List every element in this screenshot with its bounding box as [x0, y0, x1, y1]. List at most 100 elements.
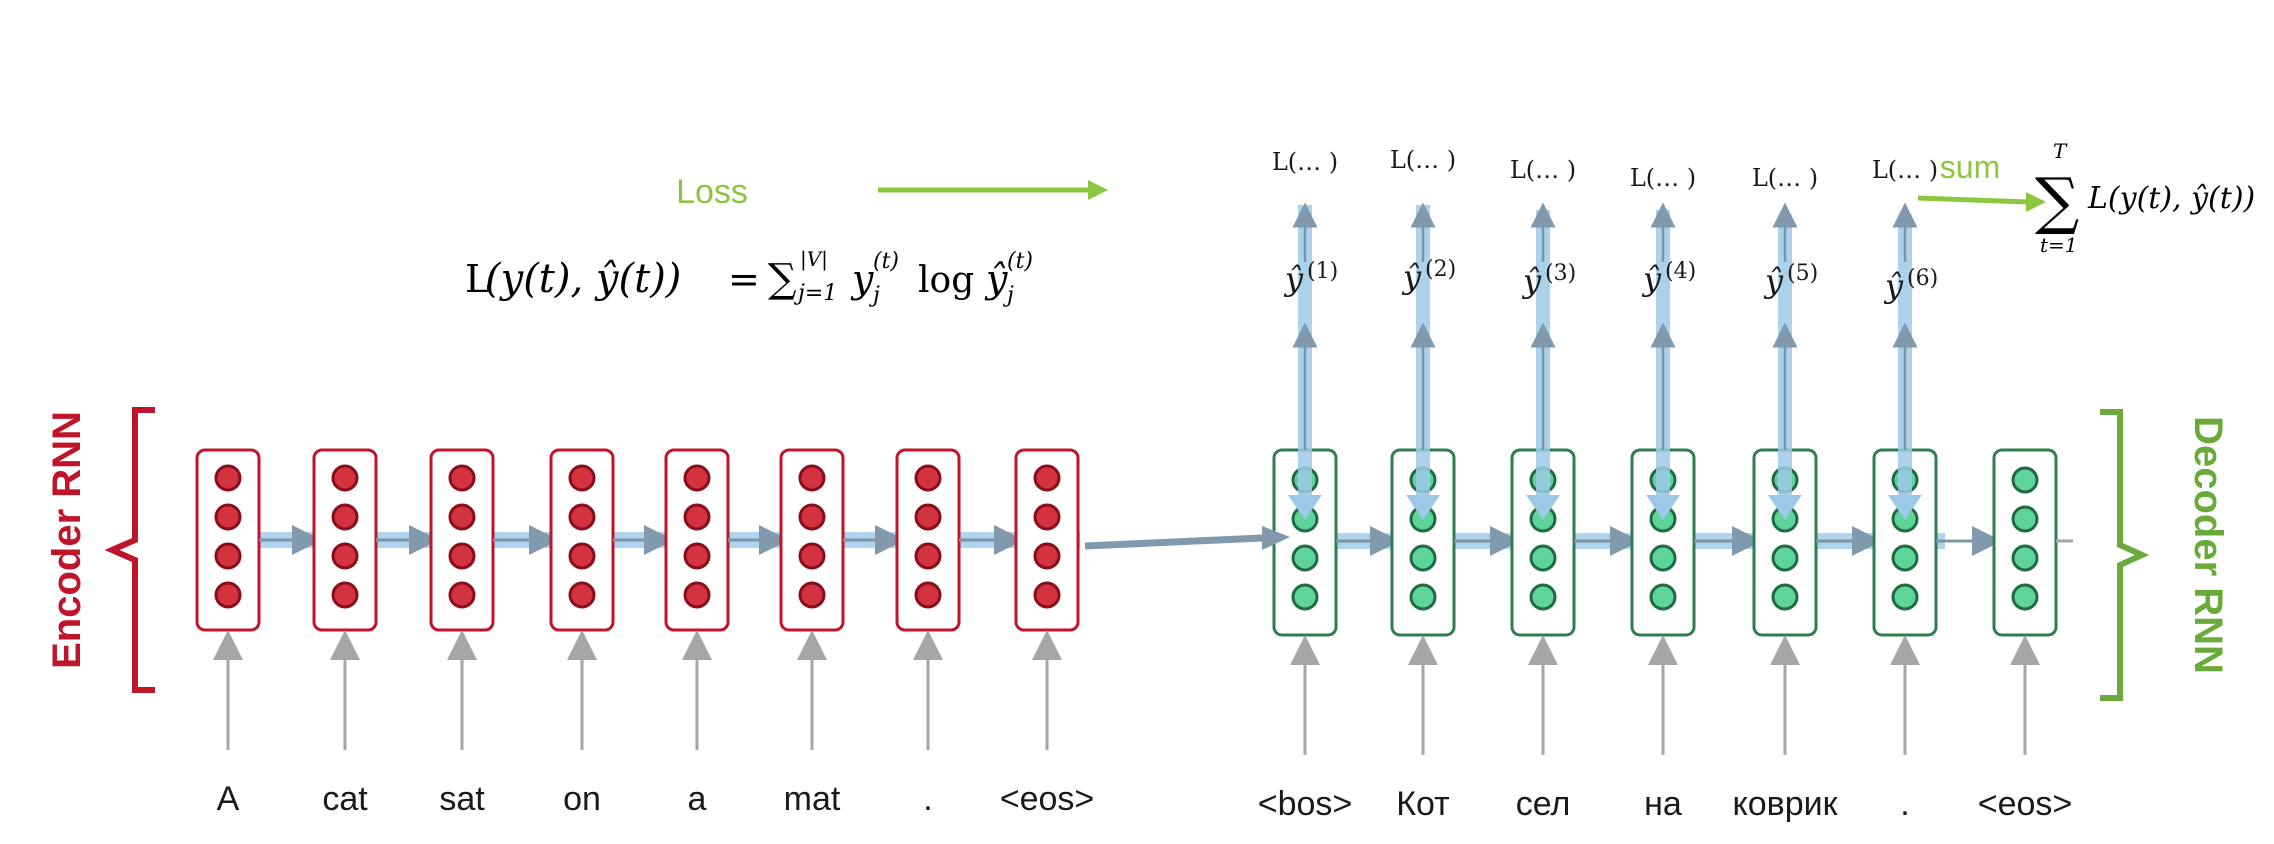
step-loss-label: L(… )	[1510, 156, 1576, 184]
decoder-unit	[2011, 544, 2039, 572]
prediction-flow-head	[1526, 495, 1560, 520]
decoder-unit	[1409, 544, 1437, 572]
encoder-token: .	[923, 780, 932, 818]
prediction-column: ŷ(6) L(… )	[1872, 156, 1938, 520]
prediction-symbol: ŷ	[1883, 267, 1904, 305]
loss-formula-hat-sup: (t)	[1007, 249, 1033, 274]
encoder-bracket	[104, 407, 155, 693]
encoder-unit	[1033, 464, 1061, 492]
decoder-unit	[1771, 544, 1799, 572]
loss-formula-equals: =	[728, 257, 760, 301]
loss-arrow-head	[1088, 180, 1108, 200]
loss-formula-sum: ∑	[768, 256, 797, 302]
decoder-unit	[2011, 583, 2039, 611]
loss-formula-sum-lower: j=1	[793, 281, 837, 306]
step-loss-label: L(… )	[1272, 148, 1338, 176]
loss-formula-term: y	[850, 257, 874, 301]
encoder-cell: .	[895, 448, 1024, 818]
prediction-superscript: (4)	[1665, 259, 1696, 284]
encoder-token: cat	[322, 780, 368, 818]
prediction-column: ŷ(2) L(… )	[1390, 146, 1456, 520]
total-sum-body: L(y(t), ŷ(t))	[2087, 181, 2255, 216]
encoder-unit	[214, 503, 242, 531]
decoder-cell: .	[1872, 448, 2002, 823]
prediction-flow-head	[1646, 495, 1680, 520]
total-sum-symbol: ∑	[2035, 164, 2079, 237]
prediction-symbol: ŷ	[1641, 260, 1662, 298]
prediction-flow-band	[1778, 215, 1792, 310]
encoder-unit	[214, 464, 242, 492]
loss-formula: L (y(t), ŷ(t)) = ∑ j=1 |V| y j (t) log ŷ…	[465, 247, 1033, 308]
decoder-cell: на	[1630, 448, 1762, 823]
encoder-cell: cat	[312, 448, 439, 818]
encoder-unit	[914, 464, 942, 492]
total-sum-lower: t=1	[2040, 233, 2078, 257]
encoder-cell: a	[664, 448, 789, 818]
loss-formula-log: log	[918, 260, 974, 301]
prediction-superscript: (2)	[1425, 257, 1456, 282]
loss-label: Loss	[676, 173, 748, 211]
encoder-cell: A	[195, 448, 322, 818]
decoder-token: коврик	[1732, 785, 1838, 823]
step-loss-label: L(… )	[1630, 164, 1696, 192]
decoder-token: сел	[1516, 785, 1571, 823]
decoder-token: Кот	[1396, 785, 1450, 823]
context-arrow-head	[1262, 526, 1290, 550]
encoder-unit	[1033, 542, 1061, 570]
prediction-superscript: (6)	[1907, 266, 1938, 291]
encoder-cell: on	[549, 448, 674, 818]
prediction-superscript: (1)	[1307, 259, 1338, 284]
encoder-unit	[568, 464, 596, 492]
encoder-cell: sat	[429, 448, 559, 818]
encoder-unit	[1033, 581, 1061, 609]
encoder-unit	[331, 503, 359, 531]
decoder-unit	[1649, 544, 1677, 572]
sum-label: sum	[1940, 149, 2000, 185]
encoder-unit	[683, 464, 711, 492]
decoder-unit	[2011, 505, 2039, 533]
prediction-symbol: ŷ	[1521, 262, 1542, 300]
prediction-column: ŷ(1) L(… )	[1272, 148, 1338, 520]
encoder-unit	[798, 581, 826, 609]
prediction-symbol: ŷ	[1401, 258, 1422, 296]
decoder-unit	[1291, 544, 1319, 572]
loss-formula-head: L	[465, 257, 490, 301]
decoder-unit	[2011, 466, 2039, 494]
loss-formula-hat: ŷ	[984, 257, 1008, 301]
prediction-superscript: (5)	[1787, 261, 1818, 286]
decoder-token: <eos>	[1978, 785, 2073, 823]
sum-arrow	[1917, 195, 2029, 205]
encoder-unit	[914, 503, 942, 531]
encoder-token: mat	[784, 780, 841, 818]
encoder-unit	[448, 581, 476, 609]
decoder-unit	[1529, 544, 1557, 572]
context-arrow	[1084, 534, 1263, 550]
total-loss-formula: ∑ T t=1 L(y(t), ŷ(t))	[2035, 139, 2255, 257]
prediction-flow-head	[1288, 495, 1322, 520]
encoder-unit	[1033, 503, 1061, 531]
decoder-unit	[1891, 583, 1919, 611]
encoder-token: A	[217, 780, 240, 818]
step-loss-label: L(… )	[1752, 164, 1818, 192]
encoder-unit	[798, 503, 826, 531]
prediction-flow-band	[1898, 215, 1912, 310]
prediction-column: ŷ(4) L(… )	[1630, 164, 1696, 520]
sum-arrow-head	[2026, 192, 2046, 212]
loss-formula-sum-upper: |V|	[800, 247, 828, 272]
decoder-cell: Кот	[1390, 448, 1520, 823]
decoder-token: на	[1644, 785, 1682, 823]
prediction-symbol: ŷ	[1763, 262, 1784, 300]
encoder-token: on	[563, 780, 601, 818]
encoder-unit	[914, 542, 942, 570]
step-loss-label: L(… )	[1390, 146, 1456, 174]
decoder-label: Decoder RNN	[2186, 416, 2230, 674]
loss-formula-term-sup: (t)	[873, 249, 899, 274]
step-loss-label: L(… )	[1872, 156, 1938, 184]
prediction-superscript: (3)	[1545, 261, 1576, 286]
encoder-label: Encoder RNN	[45, 411, 89, 669]
prediction-symbol: ŷ	[1283, 260, 1304, 298]
encoder-unit	[448, 464, 476, 492]
prediction-flow-head	[1768, 495, 1802, 520]
encoder-unit	[568, 581, 596, 609]
